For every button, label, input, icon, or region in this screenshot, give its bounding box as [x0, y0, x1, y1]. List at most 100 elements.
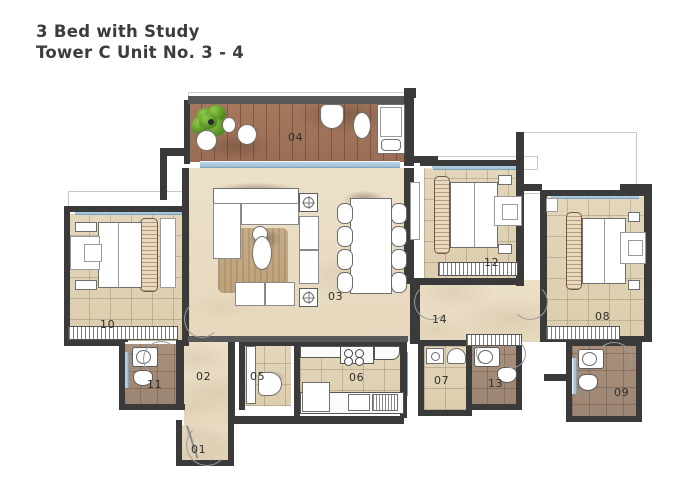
wall-13-left	[466, 340, 472, 410]
wall-14-left	[410, 278, 420, 344]
deck-sidetable-1	[222, 117, 236, 133]
column-top-right	[404, 88, 416, 98]
room-label-02: 02	[196, 370, 212, 383]
wall-art-12-inner	[502, 204, 518, 220]
deck-ottoman	[353, 112, 371, 139]
wall-06-right	[400, 340, 407, 418]
wall-11-left	[119, 340, 125, 410]
burner-3	[344, 357, 353, 366]
door-arc-12	[414, 284, 450, 320]
wall-art-08-inner	[628, 240, 643, 256]
deck-bench-cushion	[380, 107, 402, 137]
room-label-10: 10	[100, 318, 116, 331]
deck-bench-pillow	[381, 139, 401, 151]
armchair-05	[258, 372, 282, 396]
room-label-08: 08	[595, 310, 611, 323]
window-room-09	[572, 358, 577, 394]
toilet-09	[578, 374, 598, 391]
wall-08-right	[644, 190, 652, 342]
wall-02-right	[228, 340, 235, 422]
wall-12-right-upper	[516, 132, 524, 168]
wall-stub-top-right	[404, 156, 438, 163]
dresser-12	[410, 182, 420, 240]
room-label-06: 06	[349, 371, 365, 384]
wall-10-bottom	[64, 340, 124, 346]
nightstand-12-bottom	[498, 244, 512, 254]
page-title: 3 Bed with Study	[36, 22, 200, 41]
deck-armchair	[320, 104, 344, 129]
wall-09-left	[566, 340, 572, 420]
wardrobe-10	[68, 326, 178, 340]
wall-07-bottom	[418, 410, 472, 416]
door-arc-08	[512, 284, 548, 320]
wall-10-top	[64, 206, 188, 212]
wall-stub-top-left	[160, 148, 190, 156]
door-arc-10	[184, 300, 220, 338]
wall-bottom-mid	[228, 416, 404, 424]
burner-4	[355, 357, 364, 366]
wall-09-top	[566, 340, 642, 346]
wall-05-right	[294, 340, 300, 416]
dining-chair-6	[391, 226, 407, 247]
door-arc-01	[186, 424, 228, 466]
wall-03-bottom	[188, 336, 408, 342]
wall-06-top	[294, 340, 406, 346]
dining-table	[350, 198, 392, 294]
window-deck-living	[200, 161, 400, 168]
wall-03-right	[404, 168, 414, 284]
console-table	[213, 188, 299, 204]
room-label-01: 01	[191, 443, 207, 456]
wall-05-left	[239, 340, 245, 410]
sink-bowl-09	[582, 352, 597, 366]
kitchen-sink	[348, 394, 370, 411]
sofa-bottom-left	[235, 282, 265, 306]
wardrobe-08	[546, 326, 620, 340]
room-02-floor	[184, 341, 230, 425]
wall-09-bottom	[566, 416, 642, 422]
title-block: 3 Bed with Study Tower C Unit No. 3 - 4	[36, 22, 244, 64]
shower-arc-11	[143, 341, 179, 377]
wall-11-bottom	[119, 404, 185, 410]
bed-10-half	[118, 222, 142, 288]
utility-drain	[431, 352, 440, 361]
wall-13-right	[516, 340, 522, 410]
wall-09-right	[636, 340, 642, 422]
nightstand-12-top	[498, 175, 512, 185]
kitchen-counter-corner	[374, 346, 400, 360]
side-table-bottom	[299, 288, 318, 307]
wall-left-top-return	[160, 148, 167, 200]
dining-chair-1	[337, 203, 353, 224]
room-label-04: 04	[288, 131, 304, 144]
wall-08-top-stub	[620, 184, 652, 191]
counter-05	[246, 346, 256, 404]
wall-07-left	[418, 340, 424, 416]
wall-10-right	[182, 168, 189, 346]
room-label-13: 13	[488, 377, 504, 390]
wall-deck-right	[404, 88, 414, 166]
dining-chair-3	[337, 249, 353, 270]
wardrobe-12	[438, 262, 518, 276]
washing-machine	[447, 348, 466, 364]
drainboard	[372, 394, 398, 411]
toilet-11	[133, 370, 153, 386]
nightstand-10-bottom	[75, 280, 97, 290]
room-label-05: 05	[250, 370, 266, 383]
wall-deck-top	[188, 96, 410, 104]
ledge-right-upper	[517, 132, 637, 194]
room-label-09: 09	[614, 386, 630, 399]
door-arc-13	[498, 340, 526, 368]
wall-13-bottom	[466, 404, 522, 410]
side-table-top	[299, 193, 318, 212]
sofa-left-arm	[213, 203, 241, 259]
wall-jog-right-upper	[520, 184, 542, 191]
wall-07-top	[418, 340, 472, 346]
room-label-11: 11	[147, 378, 163, 391]
deck-chair-2	[237, 124, 257, 145]
wall-11-right	[176, 340, 184, 410]
dining-chair-7	[391, 249, 407, 270]
dining-chair-2	[337, 226, 353, 247]
wall-08-left	[540, 190, 547, 342]
bed-12-headboard	[434, 176, 450, 254]
